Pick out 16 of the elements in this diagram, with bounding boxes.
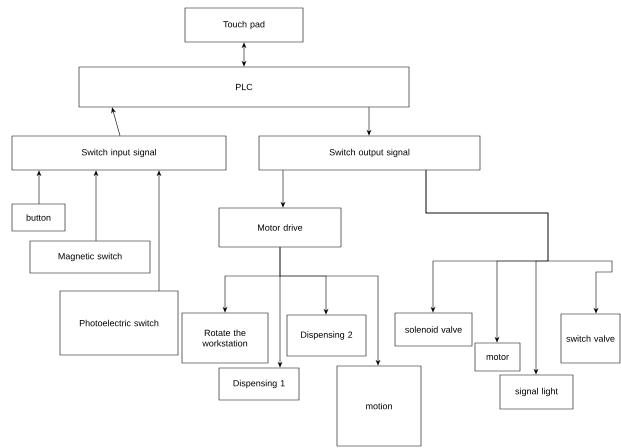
process-box: Motor drive <box>218 208 342 248</box>
process-box: signal light <box>500 374 574 410</box>
controller-box: PLC <box>78 66 410 108</box>
process-box: Rotate the workstation <box>182 312 268 364</box>
process-box: switch valve <box>560 314 620 364</box>
process-box: Dispensing 1 <box>218 368 300 400</box>
process-box: Dispensing 2 <box>286 314 366 356</box>
process-box: button <box>12 204 66 232</box>
process-box: Touch pad <box>184 8 304 42</box>
process-box: Switch input signal <box>12 136 226 170</box>
process-box: Magnetic switch <box>30 240 150 274</box>
process-box: Photoelectric switch <box>60 290 178 356</box>
process-box: solenoid valve <box>394 312 472 346</box>
process-box: motor <box>474 342 520 372</box>
process-box: Switch output signal <box>258 136 480 170</box>
process-box: motion <box>336 366 422 446</box>
